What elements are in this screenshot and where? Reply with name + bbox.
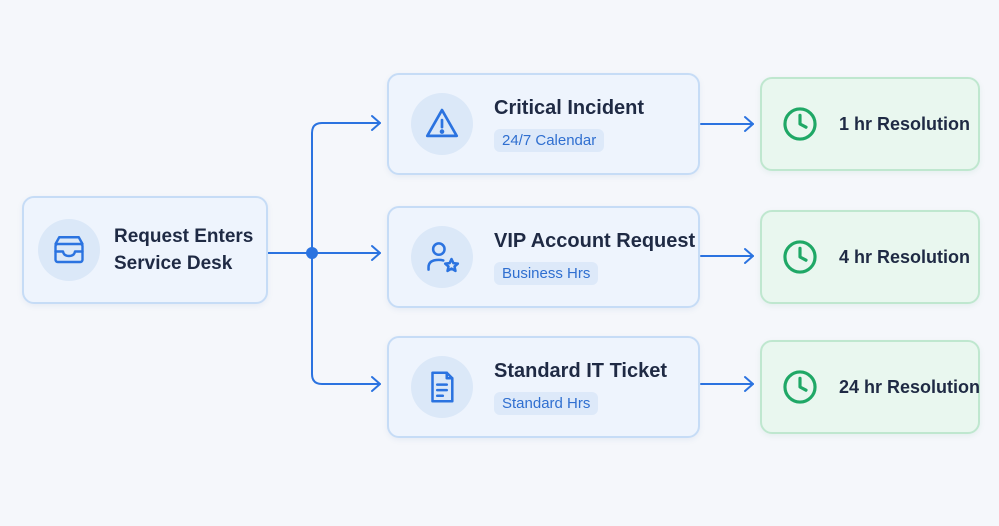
connector-branch-critical [311, 122, 381, 254]
arrowhead-sla-2 [744, 248, 754, 264]
route-title: VIP Account Request [494, 230, 696, 252]
sla-label: 4 hr Resolution [839, 246, 971, 267]
arrowhead-critical [371, 115, 381, 131]
route-node-standard[interactable]: Standard IT Ticket Standard Hrs [387, 336, 700, 438]
sla-node-24hr[interactable]: 24 hr Resolution [760, 340, 980, 434]
clock-icon [783, 370, 817, 404]
sla-node-1hr[interactable]: 1 hr Resolution [760, 77, 980, 171]
calendar-badge: Business Hrs [494, 262, 599, 285]
arrowhead-sla-3 [744, 376, 754, 392]
sla-node-4hr[interactable]: 4 hr Resolution [760, 210, 980, 304]
connector-branch-standard [311, 252, 381, 385]
user-star-icon [411, 226, 473, 288]
request-intake-label: Request Enters Service Desk [114, 226, 254, 274]
warning-triangle-icon [411, 93, 473, 155]
route-node-critical[interactable]: Critical Incident 24/7 Calendar [387, 73, 700, 175]
sla-label: 24 hr Resolution [839, 376, 981, 397]
branch-junction-dot [306, 247, 318, 259]
clock-icon [783, 240, 817, 274]
arrowhead-sla-1 [744, 116, 754, 132]
route-title: Critical Incident [494, 97, 645, 119]
request-intake-node[interactable]: Request Enters Service Desk [22, 196, 268, 304]
route-node-vip[interactable]: VIP Account Request Business Hrs [387, 206, 700, 308]
calendar-badge: 24/7 Calendar [494, 129, 605, 152]
arrowhead-vip [371, 245, 381, 261]
clock-icon [783, 107, 817, 141]
calendar-badge: Standard Hrs [494, 392, 599, 415]
route-title: Standard IT Ticket [494, 360, 668, 382]
inbox-tray-icon [38, 219, 100, 281]
ticket-document-icon [411, 356, 473, 418]
arrowhead-standard [371, 376, 381, 392]
sla-label: 1 hr Resolution [839, 113, 971, 134]
